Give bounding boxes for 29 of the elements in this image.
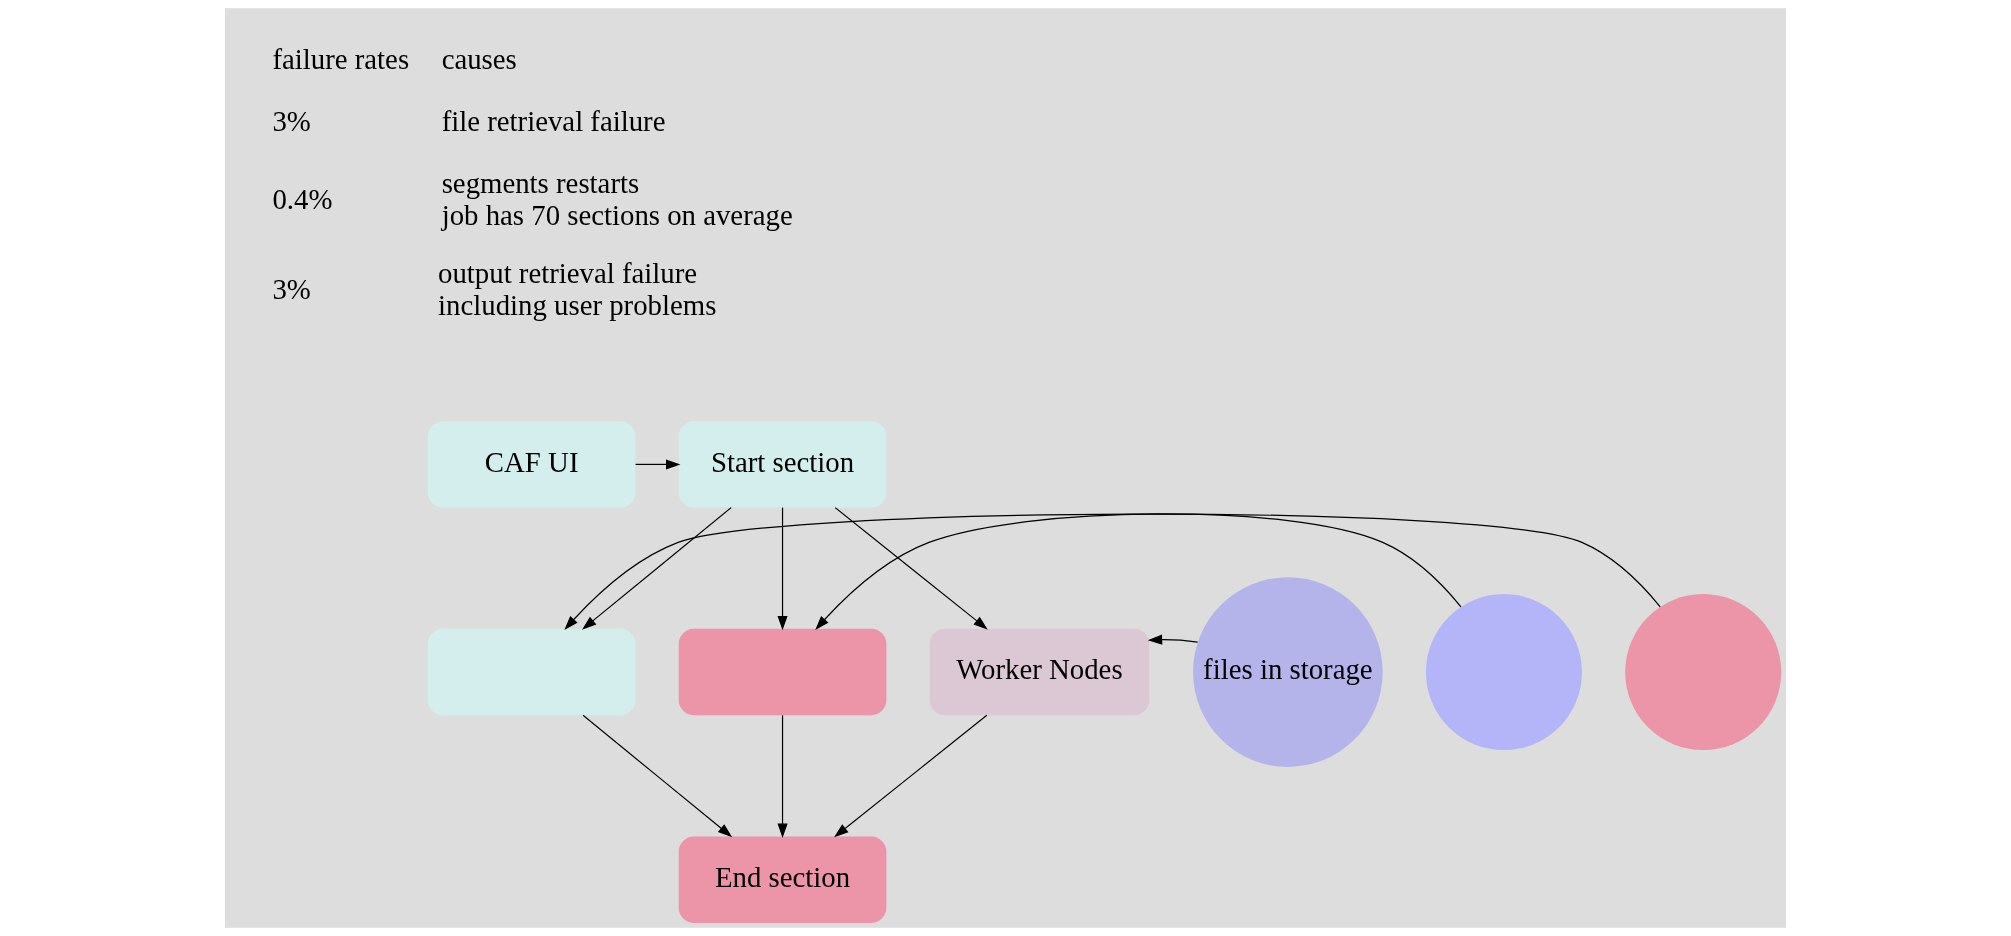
label: 3%: [272, 104, 311, 137]
node-box: Start section: [678, 421, 887, 508]
arrow: [834, 507, 988, 630]
node-circle: files in storage: [1193, 577, 1383, 767]
node-box: End section: [678, 836, 887, 923]
node-box: CAF UI: [427, 421, 636, 508]
node-circle: [1625, 594, 1782, 751]
label: failure rates: [272, 42, 410, 75]
label: including user problems: [438, 288, 717, 321]
node-box: Worker Nodes: [929, 628, 1150, 716]
arrow: [777, 507, 788, 631]
node-box: [427, 628, 636, 716]
arrow: [815, 513, 1462, 630]
arrow: [582, 714, 733, 838]
label: segments restarts: [441, 167, 640, 200]
node-box: [678, 628, 887, 716]
arrow: [834, 714, 988, 838]
label: file retrieval failure: [441, 104, 666, 137]
label: job has 70 sections on average: [441, 198, 793, 231]
label: output retrieval failure: [438, 257, 698, 290]
label: 3%: [272, 273, 311, 305]
arrow: [1147, 634, 1199, 645]
arrow: [582, 507, 732, 630]
arrow: [777, 714, 788, 838]
label: causes: [441, 42, 517, 75]
arrow: [634, 459, 681, 470]
arrow: [564, 513, 1661, 630]
node-circle: [1425, 594, 1582, 751]
label: 0.4%: [272, 182, 333, 215]
